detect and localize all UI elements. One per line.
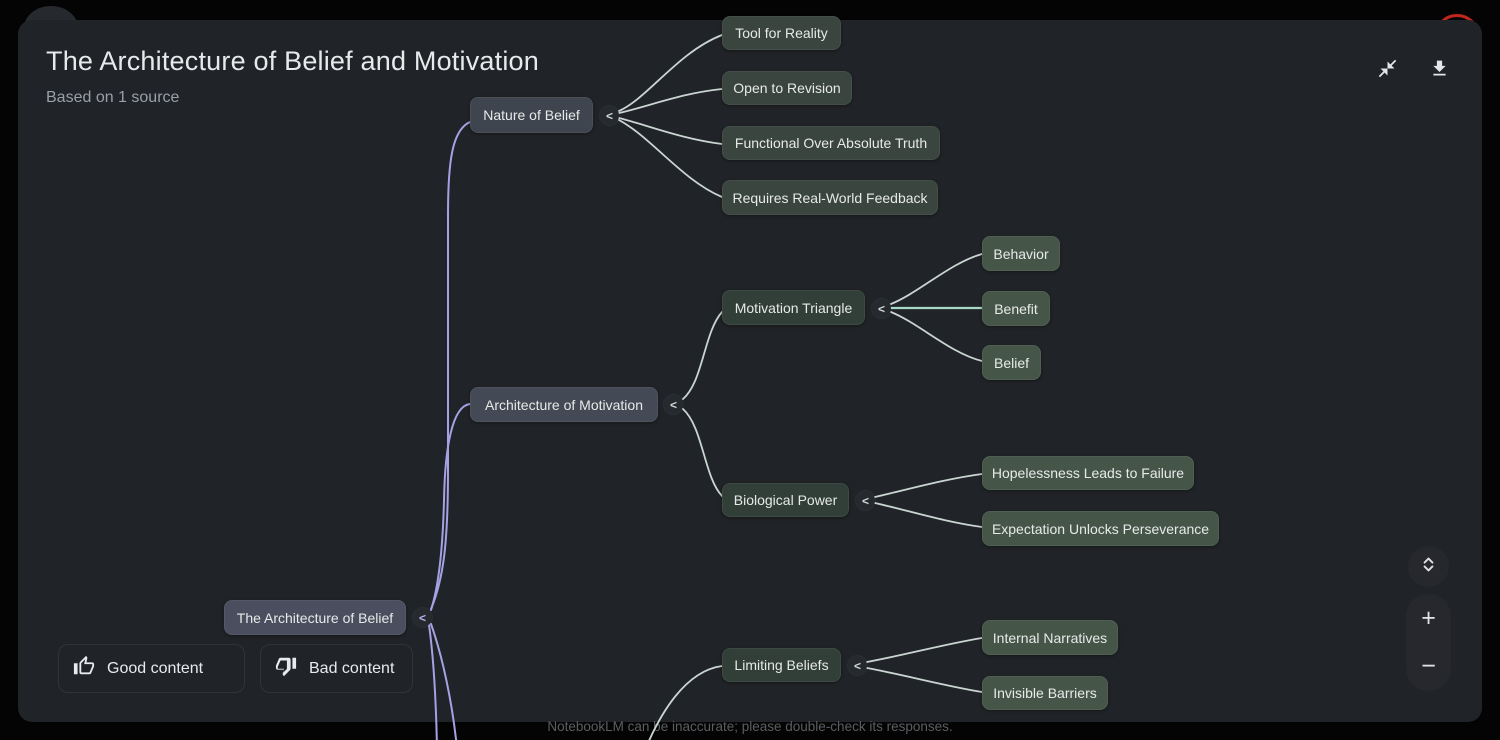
header: The Architecture of Belief and Motivatio… [46, 46, 539, 107]
edge-nature-to-functional [618, 117, 723, 145]
source-count-label: Based on 1 source [46, 89, 180, 106]
mindmap-node-nature-of-belief[interactable]: Nature of Belief [470, 97, 593, 133]
collapse-button-architecture-of-motivation[interactable]: < [664, 395, 683, 414]
edge-root-to-nature-of-belief [430, 121, 471, 610]
mindmap-node-benefit[interactable]: Benefit [982, 291, 1050, 326]
mindmap-node-functional-over-absolute-truth[interactable]: Functional Over Absolute Truth [722, 126, 940, 160]
zoom-out-button[interactable]: − [1421, 652, 1436, 681]
mindmap-node-biological-power[interactable]: Biological Power [722, 483, 849, 517]
close-fullscreen-icon [1377, 58, 1398, 84]
edge-root-down-offscreen-2 [430, 623, 458, 740]
edge-offscreen-to-limiting-beliefs [648, 665, 723, 740]
edge-triangle-to-behavior [890, 253, 983, 305]
edge-biological-to-hopelessness [874, 473, 983, 498]
mindmap-node-the-architecture-of-belief[interactable]: The Architecture of Belief [224, 600, 406, 635]
edge-nature-to-requires [618, 119, 723, 198]
bad-content-label: Bad content [309, 659, 395, 677]
edge-arch-to-biological-power [682, 408, 723, 497]
edge-arch-to-motivation-triangle [682, 311, 723, 400]
bad-content-button[interactable]: Bad content [260, 644, 413, 693]
mindmap-node-limiting-beliefs[interactable]: Limiting Beliefs [722, 648, 841, 682]
collapse-button-biological-power[interactable]: < [856, 491, 875, 510]
edge-root-down-offscreen-1 [428, 624, 438, 740]
edge-triangle-to-belief [890, 311, 983, 362]
mindmap-node-invisible-barriers[interactable]: Invisible Barriers [982, 676, 1108, 710]
zoom-controls: + − [1406, 594, 1451, 691]
collapse-button-motivation-triangle[interactable]: < [872, 299, 891, 318]
mindmap-node-hopelessness-leads-to-failure[interactable]: Hopelessness Leads to Failure [982, 456, 1194, 490]
unfold-more-icon [1419, 555, 1438, 579]
zoom-in-button[interactable]: + [1421, 603, 1436, 632]
collapse-button-the-architecture-of-belief[interactable]: < [413, 608, 432, 627]
good-content-button[interactable]: Good content [58, 644, 245, 693]
mindmap-node-motivation-triangle[interactable]: Motivation Triangle [722, 290, 865, 325]
page-title: The Architecture of Belief and Motivatio… [46, 46, 539, 76]
mindmap-node-architecture-of-motivation[interactable]: Architecture of Motivation [470, 387, 658, 422]
download-icon [1429, 58, 1450, 84]
thumbs-up-icon [73, 655, 95, 682]
edge-nature-to-open-to-revision [618, 88, 723, 114]
mindmap-node-tool-for-reality[interactable]: Tool for Reality [722, 16, 841, 50]
mindmap-node-open-to-revision[interactable]: Open to Revision [722, 71, 852, 105]
mindmap-node-expectation-unlocks-perseverance[interactable]: Expectation Unlocks Perseverance [982, 511, 1219, 546]
download-button[interactable] [1426, 58, 1452, 84]
edge-limiting-to-invisible-barriers [866, 667, 983, 693]
thumbs-down-icon [275, 655, 297, 682]
mindmap-node-belief[interactable]: Belief [982, 345, 1041, 380]
collapse-button-limiting-beliefs[interactable]: < [848, 656, 867, 675]
collapse-button-nature-of-belief[interactable]: < [600, 106, 619, 125]
good-content-label: Good content [107, 659, 204, 677]
disclaimer-text: NotebookLM can be inaccurate; please dou… [547, 719, 953, 734]
mindmap-node-internal-narratives[interactable]: Internal Narratives [982, 620, 1118, 655]
edge-nature-to-tool-for-reality [618, 34, 723, 112]
expand-collapse-all-button[interactable] [1408, 546, 1449, 587]
close-fullscreen-button[interactable] [1374, 58, 1400, 84]
edge-limiting-to-internal-narratives [866, 637, 983, 663]
mindmap-node-requires-real-world-feedback[interactable]: Requires Real-World Feedback [722, 180, 938, 215]
edge-root-to-architecture-of-motivation [430, 403, 471, 611]
edge-biological-to-expectation [874, 502, 983, 528]
mindmap-node-behavior[interactable]: Behavior [982, 236, 1060, 271]
toolbar [1374, 58, 1452, 84]
